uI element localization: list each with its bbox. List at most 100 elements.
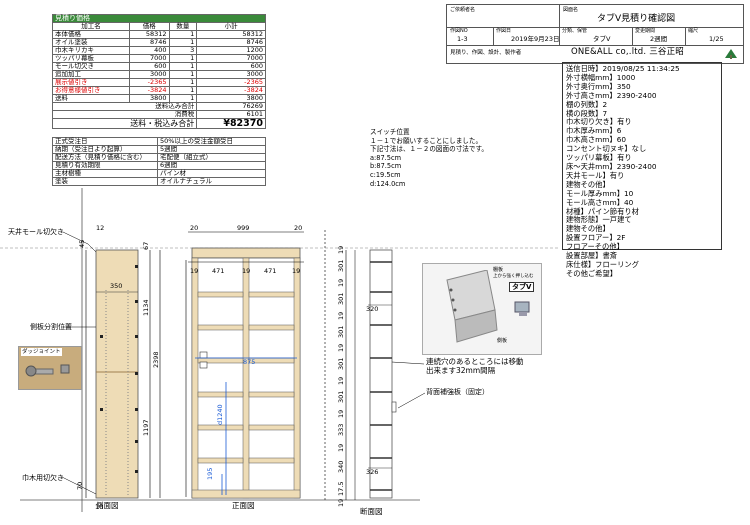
drawing-number: 1-3 [457,35,468,43]
dimension-label: 20 [294,224,303,232]
front-shelf [248,324,295,331]
spec-line: フロアーその他】 [566,242,624,252]
dimension-label: 19 [337,343,345,352]
condition-value: オイルナチュラル [157,177,266,186]
type-value: タブV [593,35,611,43]
switch-note-line: スイッチ位置 [370,128,410,136]
spec-line: 設置部屋】書斎 [566,251,618,261]
hole-note-2: 出来ます32mm間隔 [426,366,496,375]
dimension-label: 326 [366,468,379,476]
total-value: ¥82370 [196,118,266,129]
dimension-label: 471 [264,267,277,275]
shelf-label: 棚板 [493,267,504,273]
dimension-label: 340 [337,460,345,473]
front-shelf [248,424,295,431]
photo-note: 上から強く押し込む [493,274,534,279]
side-view-title: 側面図 [96,501,119,510]
dimension-label: 19 [242,267,251,275]
drawing-label: 図面名 [563,7,579,13]
spec-line: モール厚みmm】10 [566,188,634,198]
dimension-label: 320 [366,305,379,313]
switch-note-line: a:87.5cm [370,153,401,162]
dimension-label: 301 [337,292,345,305]
front-shelf [197,424,244,431]
joint-label: ダッジョイント [21,348,62,356]
dimension-label: 301 [337,357,345,370]
num-label: 作図NO [450,28,468,34]
spec-line: 外寸高さmm】2390-2400 [566,90,657,100]
bolt-icon [25,364,70,377]
dimension-label: 19 [337,498,345,507]
section-view-title: 断面図 [360,507,383,516]
client-label: ご依頼者名 [450,7,476,13]
dimension-label: 19 [337,278,345,287]
spec-line: 棚の列数】2 [566,99,608,109]
dimension-label: 195 [206,467,214,480]
spec-line: 送信日時】2019/08/25 11:34:25 [566,64,680,73]
date-label: 作図日 [496,28,512,34]
switch-note-line: b:87.5cm [370,162,402,171]
dimension-label: 350 [110,282,123,290]
spec-line: コンセント切ヌキ】なし [566,144,647,154]
dimension-label: d1240 [216,404,224,425]
spec-line: 設置フロアー】2F [566,233,626,243]
spec-line: 巾木厚みmm】6 [566,126,622,136]
drawing-name: タブV見積り確認図 [597,14,676,24]
dimension-label: 19 [190,267,199,275]
period-value: 2週間 [650,35,668,43]
spec-line: 巾木切り欠き】有り [566,117,632,127]
front-shelf [248,391,295,398]
company-logo-icon [725,49,737,59]
dimension-label: 471 [212,267,225,275]
front-view [185,231,304,499]
side-board-label: 側板 [497,338,508,344]
dimension-label: 875 [243,358,256,366]
title-block: ご依頼者名 図面名 タブV見積り確認図 作図NO 1-3 作図日 2019年9月… [446,4,744,64]
spec-line: 横の段数】7 [566,108,608,118]
front-shelf [248,457,295,464]
type-label: 分類、保管 [562,28,588,34]
spec-line: 床仕様】フローリング [566,259,639,269]
dimension-label: 19 [337,311,345,320]
switch-note-line: １－１でお願いすることにしました。 [370,136,483,145]
spec-line: モール高さmm】40 [566,197,634,207]
dimension-label: 19 [337,376,345,385]
drawing-date: 2019年9月23日 [511,35,560,43]
hole-note-1: 連続穴のあるところには移動 [426,357,524,366]
front-shelf [197,291,244,298]
joint-photo: ダッジョイント [18,346,82,390]
baseboard-label: 巾木用切欠き [22,474,64,482]
dimension-label: 70 [76,481,84,490]
dimension-label: 17.5 [337,481,345,496]
dimension-label: 19 [292,267,301,275]
spec-line: その他ご希望】 [566,268,618,278]
tabv-label: タブV [509,282,535,292]
maker-name: ONE&ALL co,.ltd. 三谷正昭 [571,47,685,57]
scale-value: 1/25 [709,35,724,43]
maker-label: 見積り、作図、設計、製作者 [450,50,522,56]
dimension-label: 12 [96,224,105,232]
back-panel-label: 背面補強板（固定） [426,388,489,396]
section-view [324,230,397,500]
switch-note-line: 下記寸法は、１－２の図面の寸法です。 [370,145,489,154]
front-shelf [248,357,295,364]
shelf-pin-icon [446,270,530,343]
spec-line: 床〜天井mm】2390-2400 [566,161,657,171]
spec-line: 建物形態】一戸建て [566,215,632,225]
switch-note-line: c:19.5cm [370,170,401,179]
dimension-label: 45 [78,239,86,248]
dimension-label: 301 [337,325,345,338]
ceiling-mold-label: 天井モール切欠き [8,228,64,236]
spec-line: 外寸奥行mm】350 [566,81,631,91]
scale-label: 縮尺 [688,28,699,34]
dimension-label: 301 [337,390,345,403]
switch-note-line: d:124.0cm [370,179,406,188]
spec-line: 巾木高さmm】60 [566,135,626,145]
dimension-label: 19 [337,443,345,452]
spec-line: 建物その他】 [566,224,610,234]
